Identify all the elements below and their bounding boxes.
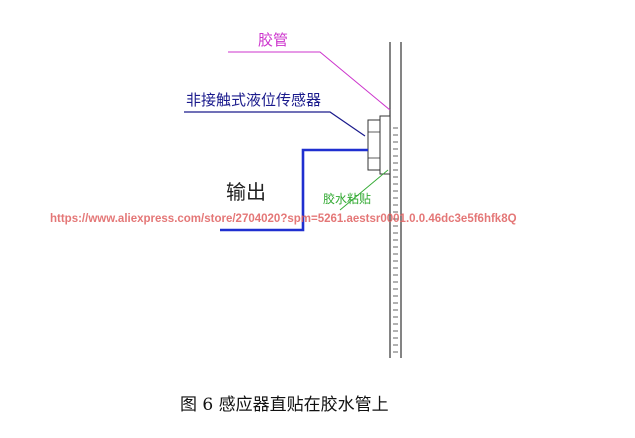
figure-caption: 图 6 感应器直贴在胶水管上: [180, 395, 389, 415]
liquid-level-ticks: [393, 127, 398, 353]
glue-label: 胶水粘贴: [323, 191, 371, 206]
tube: [389, 42, 402, 358]
tube-label: 胶管: [258, 31, 288, 49]
sensor-leader-line: [184, 111, 366, 137]
output-wire: [220, 148, 368, 232]
glue-leader-line: [339, 169, 389, 211]
sensor-label: 非接触式液位传感器: [186, 91, 321, 109]
tube-leader-line: [228, 51, 391, 111]
output-label: 输出: [226, 180, 266, 204]
sensor: [367, 115, 391, 175]
watermark-text: https://www.aliexpress.com/store/2704020…: [50, 213, 517, 225]
